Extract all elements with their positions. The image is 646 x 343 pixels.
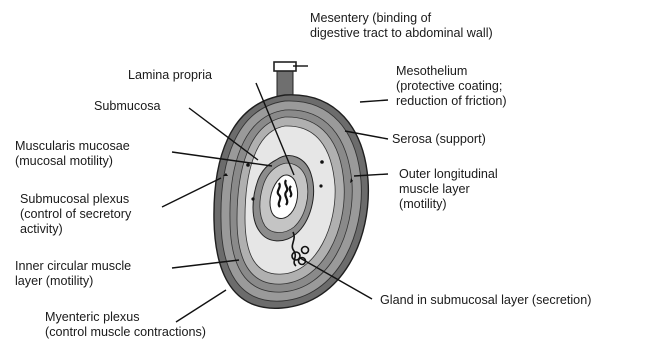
leader-submucosal-plexus (162, 178, 221, 207)
leader-myenteric-plexus (176, 290, 226, 322)
label-submucosal-plexus-line-1: Submucosal plexus (20, 192, 129, 206)
label-myenteric-plexus-line-1: Myenteric plexus (45, 310, 140, 324)
label-muscularis-mucosae: Muscularis mucosae(mucosal motility) (15, 139, 130, 168)
label-lamina-propria: Lamina propria (128, 68, 212, 82)
leader-mesothelium (360, 100, 388, 102)
label-myenteric-plexus-line-2: (control muscle contractions) (45, 325, 206, 339)
label-outer-longitudinal-line-2: muscle layer (399, 182, 470, 196)
label-mesentery-line-2: digestive tract to abdominal wall) (310, 26, 493, 40)
label-mesothelium-line-1: Mesothelium (396, 64, 467, 78)
label-mesothelium: Mesothelium(protective coating;reduction… (396, 64, 507, 108)
submucosal-plexus-mark-2 (251, 197, 254, 200)
label-lamina-propria-line-1: Lamina propria (128, 68, 212, 82)
submucosal-plexus-mark (246, 163, 250, 167)
label-mesothelium-line-2: (protective coating; (396, 79, 502, 93)
label-inner-circular-line-2: layer (motility) (15, 274, 93, 288)
label-gland: Gland in submucosal layer (secretion) (380, 293, 591, 307)
label-inner-circular-line-1: Inner circular muscle (15, 259, 131, 273)
label-myenteric-plexus: Myenteric plexus(control muscle contract… (45, 310, 206, 339)
label-muscularis-mucosae-line-2: (mucosal motility) (15, 154, 113, 168)
label-muscularis-mucosae-line-1: Muscularis mucosae (15, 139, 130, 153)
label-submucosa: Submucosa (94, 99, 161, 113)
label-submucosa-line-1: Submucosa (94, 99, 161, 113)
label-outer-longitudinal-line-1: Outer longitudinal (399, 167, 498, 181)
label-gland-line-1: Gland in submucosal layer (secretion) (380, 293, 591, 307)
label-outer-longitudinal-line-3: (motility) (399, 197, 447, 211)
label-serosa-line-1: Serosa (support) (392, 132, 486, 146)
label-mesentery-line-1: Mesentery (binding of (310, 11, 432, 25)
label-submucosal-plexus-line-2: (control of secretory (20, 207, 132, 221)
label-mesothelium-line-3: reduction of friction) (396, 94, 507, 108)
submucosal-plexus-mark-3 (320, 160, 324, 164)
label-submucosal-plexus-line-3: activity) (20, 222, 63, 236)
submucosal-plexus-mark-4 (319, 184, 322, 187)
label-serosa: Serosa (support) (392, 132, 486, 146)
